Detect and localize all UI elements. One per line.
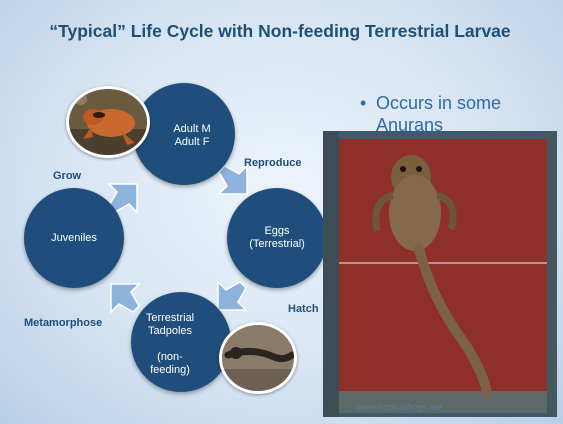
frog-larva-photo [323, 131, 557, 417]
label-reproduce: Reproduce [244, 157, 301, 169]
slide-title: “Typical” Life Cycle with Non-feeding Te… [40, 20, 520, 42]
bullet-marker: • [360, 92, 366, 114]
tadpole-image [222, 325, 294, 391]
arrow-metamorphose-icon [105, 278, 145, 318]
node-tadpoles-label: Terrestrial Tadpoles (non- feeding) [141, 312, 199, 377]
node-juveniles-label: Juveniles [51, 232, 97, 245]
tadpole-photo [219, 322, 297, 394]
label-grow: Grow [53, 170, 81, 182]
adult-frog-photo [66, 86, 150, 158]
node-adult-label: Adult M Adult F [173, 123, 210, 149]
frog-larva-image [323, 131, 557, 417]
bullet-point: • Occurs in some Anurans [360, 92, 550, 136]
node-eggs-label: Eggs (Terrestrial) [249, 225, 305, 251]
node-tadpoles: Terrestrial Tadpoles (non- feeding) [131, 292, 231, 392]
frog-image [69, 89, 147, 155]
node-juveniles: Juveniles [24, 188, 124, 288]
bullet-text: Occurs in some Anurans [360, 92, 550, 136]
node-eggs: Eggs (Terrestrial) [227, 188, 327, 288]
label-metamorphose: Metamorphose [24, 317, 102, 329]
node-adult: Adult M Adult F [133, 83, 235, 185]
photo-credit: www.tropicalfrogs.net [356, 402, 442, 412]
label-hatch: Hatch [288, 303, 319, 315]
